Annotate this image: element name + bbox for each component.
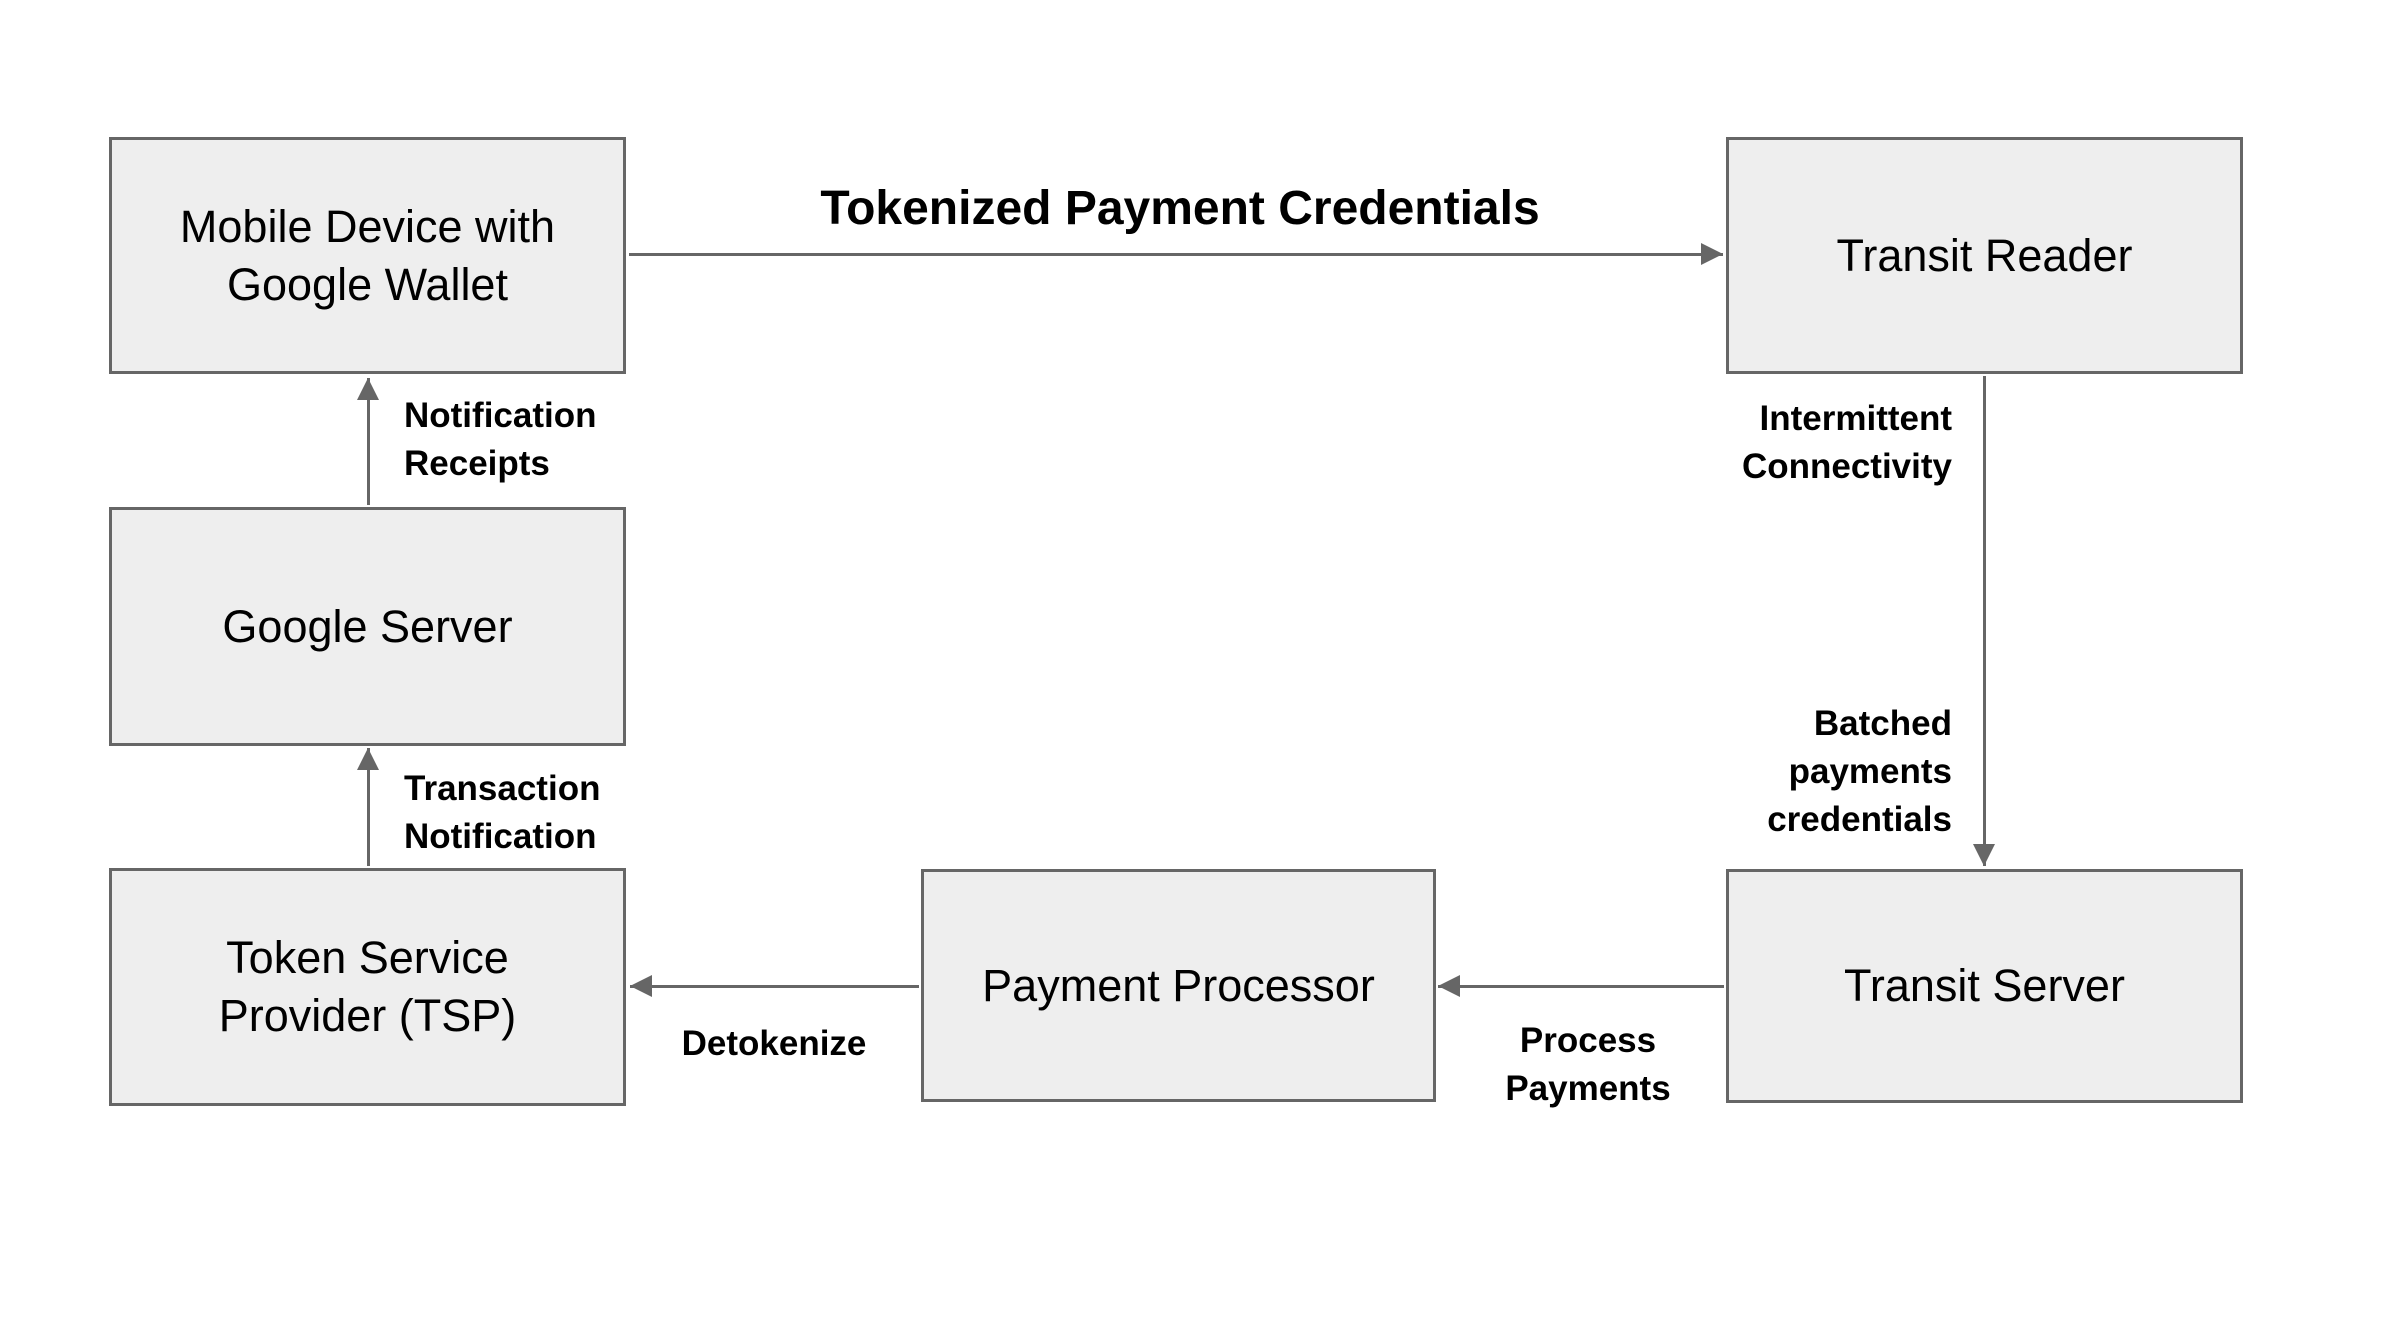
arrowhead-left-icon xyxy=(630,975,652,997)
node-label-google-server: Google Server xyxy=(222,600,513,652)
edge-label-batched-payments-credentials: Batched payments credentials xyxy=(1767,704,1952,839)
node-payment-processor: Payment Processor xyxy=(921,869,1436,1102)
node-label-transit-server: Transit Server xyxy=(1844,960,2125,1012)
arrowhead-down-icon xyxy=(1973,844,1995,866)
arrowhead-up-icon xyxy=(357,378,379,400)
edge-transaction-notification xyxy=(366,748,370,866)
edge-intermittent-connectivity xyxy=(1982,376,1986,866)
node-label-transit-reader: Transit Reader xyxy=(1836,229,2133,281)
edge-label-notification-receipts: Notification Receipts xyxy=(404,396,597,483)
edge-label-detokenize: Detokenize xyxy=(681,1024,867,1063)
node-token-service-provider: Token Service Provider (TSP) xyxy=(109,868,626,1106)
node-mobile-device-google-wallet: Mobile Device with Google Wallet xyxy=(109,137,626,374)
arrowhead-left-icon xyxy=(1438,975,1460,997)
node-label-token-service-provider: Token Service Provider (TSP) xyxy=(218,932,517,1041)
node-label-mobile-device-google-wallet: Mobile Device with Google Wallet xyxy=(179,200,556,310)
edge-process-payments xyxy=(1438,984,1724,988)
node-transit-reader: Transit Reader xyxy=(1726,137,2243,374)
node-transit-server: Transit Server xyxy=(1726,869,2243,1103)
edge-detokenize xyxy=(630,984,919,988)
node-label-payment-processor: Payment Processor xyxy=(982,959,1375,1011)
node-google-server: Google Server xyxy=(109,507,626,746)
edge-label-intermittent-connectivity: Intermittent Connectivity xyxy=(1741,399,1952,486)
edge-tokenized-payment-credentials xyxy=(629,252,1723,256)
edge-label-tokenized-payment-credentials: Tokenized Payment Credentials xyxy=(820,182,1540,235)
edge-notification-receipts xyxy=(366,378,370,505)
arrowhead-right-icon xyxy=(1701,243,1723,265)
edge-label-transaction-notification: Transaction Notification xyxy=(404,769,601,856)
arrowhead-up-icon xyxy=(357,748,379,770)
edge-label-process-payments: Process Payments xyxy=(1505,1021,1671,1108)
